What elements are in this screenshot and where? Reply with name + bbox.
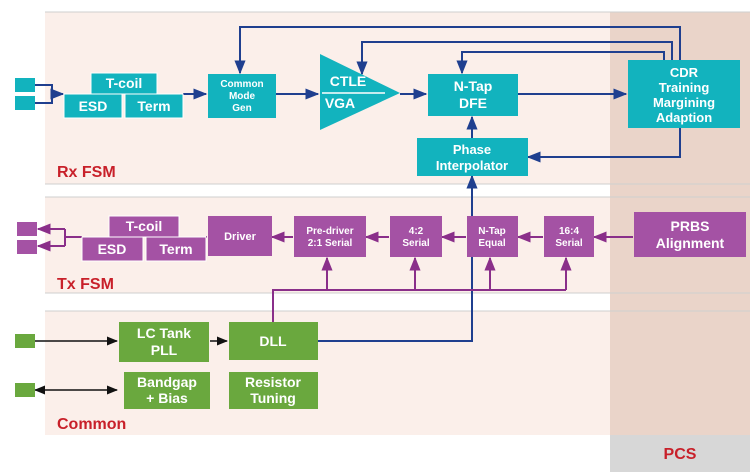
tx-serial-16-4-label-1: 16:4 <box>559 226 579 237</box>
rx-pi-label-2: Interpolator <box>436 158 508 173</box>
rx-dfe-label-2: DFE <box>459 95 487 111</box>
rx-cdr-label-4: Adaption <box>656 110 712 125</box>
common-lc-pll-label-1: LC Tank <box>137 325 191 341</box>
common-bandgap-label-1: Bandgap <box>137 374 197 390</box>
rx-ctle-label: CTLE <box>330 73 367 89</box>
tx-pre-driver-block: Pre-driver 2:1 Serial <box>294 216 366 257</box>
rx-cdr-block: CDR Training Margining Adaption <box>628 60 740 128</box>
tx-ntap-equal-block: N-Tap Equal <box>467 216 518 257</box>
rx-tcoil-label: T-coil <box>106 75 143 91</box>
rx-cm-gen-block: Common Mode Gen <box>208 74 276 118</box>
common-pad-clk <box>15 334 35 348</box>
common-lc-pll-label-2: PLL <box>151 342 178 358</box>
tx-pad-p <box>17 222 37 236</box>
tx-prbs-block: PRBS Alignment <box>634 212 746 257</box>
rx-dfe-block: N-Tap DFE <box>428 74 518 116</box>
tx-section-label: Tx FSM <box>57 276 114 293</box>
common-dll-label: DLL <box>259 333 287 349</box>
rx-pad-n <box>15 96 35 110</box>
rx-wires <box>35 26 681 342</box>
rx-cdr-label-1: CDR <box>670 65 699 80</box>
pcs-section-label: PCS <box>664 446 697 463</box>
rx-section-label: Rx FSM <box>57 164 116 181</box>
common-lc-pll-block: LC Tank PLL <box>119 322 209 362</box>
common-pad-bias <box>15 383 35 397</box>
tx-pre-driver-label-1: Pre-driver <box>306 226 353 237</box>
rx-cm-gen-label-3: Gen <box>232 103 251 114</box>
rx-tcoil-block: T-coil <box>90 72 158 95</box>
tx-serial-4-2-label-1: 4:2 <box>409 226 424 237</box>
rx-phase-interp-block: Phase Interpolator <box>417 138 528 176</box>
tx-pad-n <box>17 240 37 254</box>
common-wires <box>33 336 229 395</box>
common-resistor-block: Resistor Tuning <box>229 372 318 409</box>
tx-serial-4-2-label-2: Serial <box>402 238 429 249</box>
rx-cdr-label-3: Margining <box>653 95 715 110</box>
common-bandgap-block: Bandgap + Bias <box>124 372 210 409</box>
rx-ctle-vga-block: CTLE VGA <box>320 54 400 130</box>
rx-dfe-label-1: N-Tap <box>454 78 493 94</box>
tx-term-label: Term <box>159 241 192 257</box>
rx-term-label: Term <box>137 98 170 114</box>
tx-prbs-label-1: PRBS <box>671 218 710 234</box>
rx-esd-block: ESD <box>63 93 123 119</box>
tx-serial-4-2-block: 4:2 Serial <box>390 216 442 257</box>
tx-tcoil-block: T-coil <box>108 215 180 238</box>
tx-prbs-label-2: Alignment <box>656 235 725 251</box>
rx-term-block: Term <box>124 93 184 119</box>
rx-cdr-label-2: Training <box>659 80 710 95</box>
rx-esd-label: ESD <box>79 98 108 114</box>
tx-ntap-equal-label-2: Equal <box>478 238 505 249</box>
common-bandgap-label-2: + Bias <box>146 390 188 406</box>
pcs-label-box <box>610 435 750 472</box>
rx-cm-gen-label-1: Common <box>220 79 263 90</box>
common-resistor-label-1: Resistor <box>245 374 302 390</box>
tx-serial-16-4-block: 16:4 Serial <box>544 216 594 257</box>
tx-esd-label: ESD <box>98 241 127 257</box>
rx-vga-label: VGA <box>325 95 355 111</box>
rx-pi-label-1: Phase <box>453 142 491 157</box>
common-resistor-label-2: Tuning <box>250 390 296 406</box>
tx-ntap-equal-label-1: N-Tap <box>478 226 506 237</box>
common-section-label: Common <box>57 416 126 433</box>
tx-tcoil-label: T-coil <box>126 218 163 234</box>
tx-serial-16-4-label-2: Serial <box>555 238 582 249</box>
common-dll-block: DLL <box>229 322 318 360</box>
rx-pad-p <box>15 78 35 92</box>
tx-driver-block: Driver <box>208 216 272 256</box>
tx-pre-driver-label-2: 2:1 Serial <box>308 238 353 249</box>
tx-driver-label: Driver <box>224 231 257 243</box>
tx-esd-block: ESD <box>81 236 144 262</box>
rx-cm-gen-label-2: Mode <box>229 91 256 102</box>
tx-term-block: Term <box>145 236 207 262</box>
